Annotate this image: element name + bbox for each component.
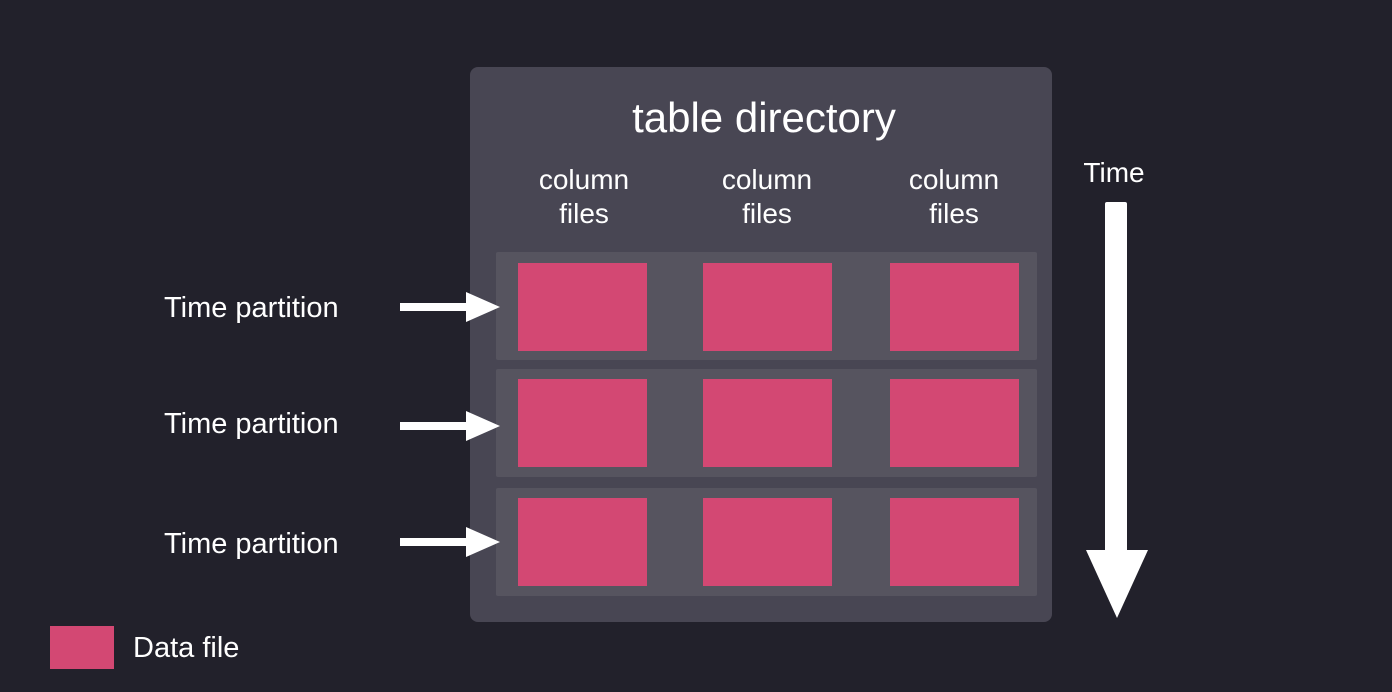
right-arrow-icon xyxy=(400,411,500,441)
time-partition-row-3 xyxy=(496,488,1037,596)
time-partition-label-1: Time partition xyxy=(164,292,339,324)
column-header-label: column files xyxy=(538,164,630,229)
time-partition-row-1 xyxy=(496,252,1037,360)
time-partition-label-3: Time partition xyxy=(164,528,339,560)
table-directory-title: table directory xyxy=(632,94,896,141)
data-file xyxy=(703,379,832,467)
data-file xyxy=(703,263,832,351)
legend-data-file-swatch xyxy=(50,626,114,669)
time-partition-label-2: Time partition xyxy=(164,408,339,440)
data-file xyxy=(703,498,832,586)
data-file xyxy=(518,498,647,586)
down-arrow-icon xyxy=(1086,202,1148,618)
column-header-label: column files xyxy=(908,164,1000,229)
data-file xyxy=(890,498,1019,586)
data-file xyxy=(890,379,1019,467)
column-header-label: column files xyxy=(721,164,813,229)
legend-data-file-label: Data file xyxy=(133,632,240,664)
column-header-2: column files xyxy=(687,163,847,231)
column-header-3: column files xyxy=(874,163,1034,231)
right-arrow-icon xyxy=(400,292,500,322)
data-file xyxy=(890,263,1019,351)
right-arrow-icon xyxy=(400,527,500,557)
time-axis-label: Time xyxy=(1083,157,1145,188)
data-file xyxy=(518,379,647,467)
column-header-1: column files xyxy=(504,163,664,231)
time-partition-row-2 xyxy=(496,369,1037,477)
data-file xyxy=(518,263,647,351)
